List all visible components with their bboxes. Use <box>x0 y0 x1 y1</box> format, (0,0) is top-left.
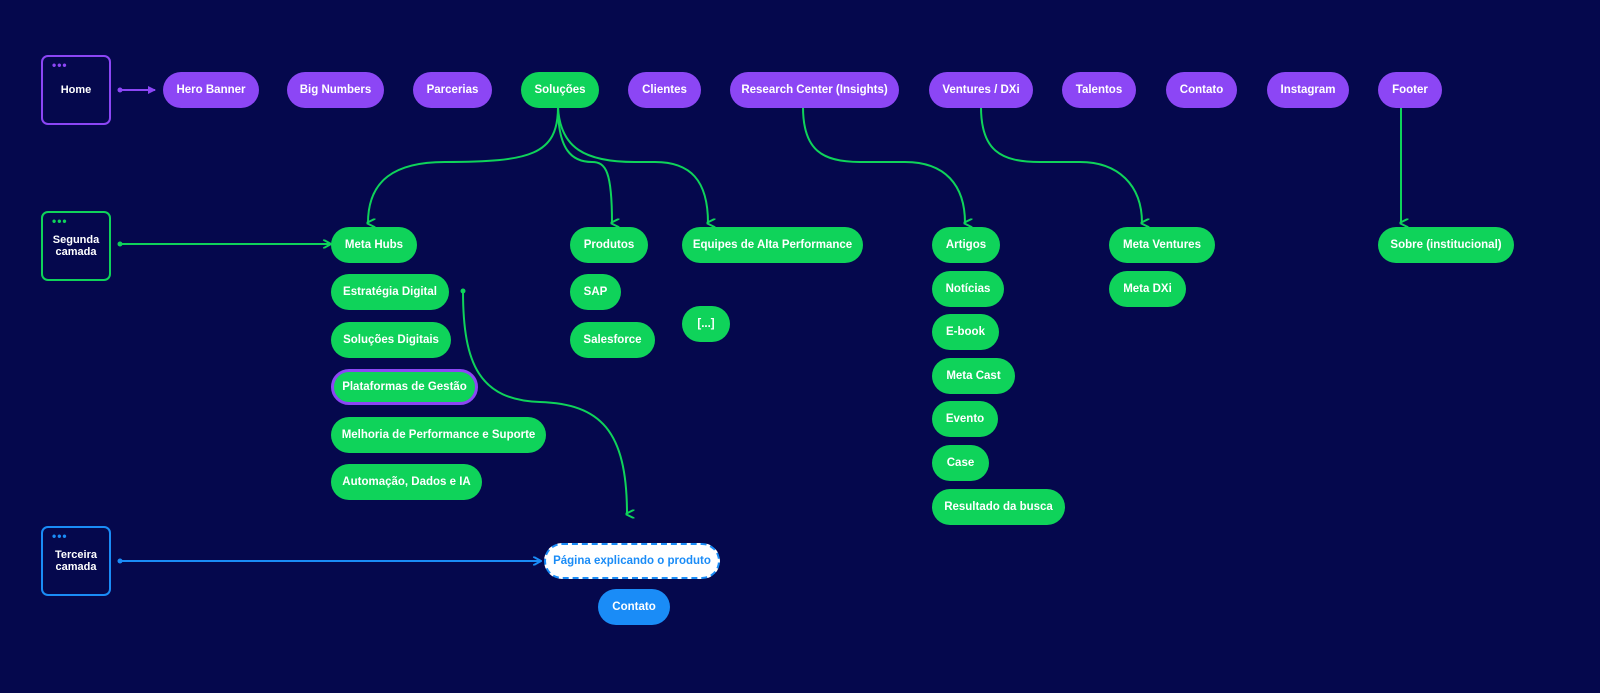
node-evento[interactable]: Evento <box>932 401 998 437</box>
node-contato[interactable]: Contato <box>1166 72 1237 108</box>
node-sap[interactable]: SAP <box>570 274 621 310</box>
node-ventures-dxi[interactable]: Ventures / DXi <box>929 72 1033 108</box>
node-clientes[interactable]: Clientes <box>628 72 701 108</box>
node-sobre-institucional[interactable]: Sobre (institucional) <box>1378 227 1514 263</box>
node-parcerias[interactable]: Parcerias <box>413 72 492 108</box>
node-case[interactable]: Case <box>932 445 989 481</box>
estrategia-to-pagina <box>462 290 627 514</box>
layer-label: Terceira camada <box>55 549 97 573</box>
node-automacao-dados-ia[interactable]: Automação, Dados e IA <box>331 464 482 500</box>
node-solucoes[interactable]: Soluções <box>521 72 599 108</box>
solucoes-to-equipes <box>557 106 708 223</box>
node-pagina-explicando-produto[interactable]: Página explicando o produto <box>544 543 720 579</box>
research-to-artigos <box>802 106 965 223</box>
node-artigos[interactable]: Artigos <box>932 227 1000 263</box>
node-produtos[interactable]: Produtos <box>570 227 648 263</box>
node-noticias[interactable]: Notícias <box>932 271 1004 307</box>
node-meta-hubs[interactable]: Meta Hubs <box>331 227 417 263</box>
layer-label: Home <box>60 84 92 96</box>
node-hero-banner[interactable]: Hero Banner <box>163 72 259 108</box>
dots-icon: ••• <box>52 214 68 228</box>
dots-icon: ••• <box>52 529 68 543</box>
node-contato-terceira[interactable]: Contato <box>598 589 670 625</box>
node-salesforce[interactable]: Salesforce <box>570 322 655 358</box>
node-meta-cast[interactable]: Meta Cast <box>932 358 1015 394</box>
layer-segunda-camada[interactable]: ••• Segunda camada <box>41 211 111 281</box>
solucoes-to-metahubs <box>368 106 559 223</box>
layer-label: Segunda camada <box>52 234 100 258</box>
layer-terceira-camada[interactable]: ••• Terceira camada <box>41 526 111 596</box>
layer-home[interactable]: ••• Home <box>41 55 111 125</box>
dots-icon: ••• <box>52 58 68 72</box>
node-instagram[interactable]: Instagram <box>1267 72 1349 108</box>
node-footer[interactable]: Footer <box>1378 72 1442 108</box>
node-more-placeholder[interactable]: [...] <box>682 306 730 342</box>
node-melhoria-de-performance[interactable]: Melhoria de Performance e Suporte <box>331 417 546 453</box>
node-e-book[interactable]: E-book <box>932 314 999 350</box>
ventures-to-metaventures <box>980 106 1142 223</box>
solucoes-to-produtos <box>557 106 612 223</box>
node-research-center[interactable]: Research Center (Insights) <box>730 72 899 108</box>
node-meta-ventures[interactable]: Meta Ventures <box>1109 227 1215 263</box>
node-estrategia-digital[interactable]: Estratégia Digital <box>331 274 449 310</box>
node-big-numbers[interactable]: Big Numbers <box>287 72 384 108</box>
node-resultado-da-busca[interactable]: Resultado da busca <box>932 489 1065 525</box>
node-plataformas-de-gestao[interactable]: Plataformas de Gestão <box>331 369 478 405</box>
node-talentos[interactable]: Talentos <box>1062 72 1136 108</box>
node-solucoes-digitais[interactable]: Soluções Digitais <box>331 322 451 358</box>
node-meta-dxi[interactable]: Meta DXi <box>1109 271 1186 307</box>
node-equipes-alta-performance[interactable]: Equipes de Alta Performance <box>682 227 863 263</box>
